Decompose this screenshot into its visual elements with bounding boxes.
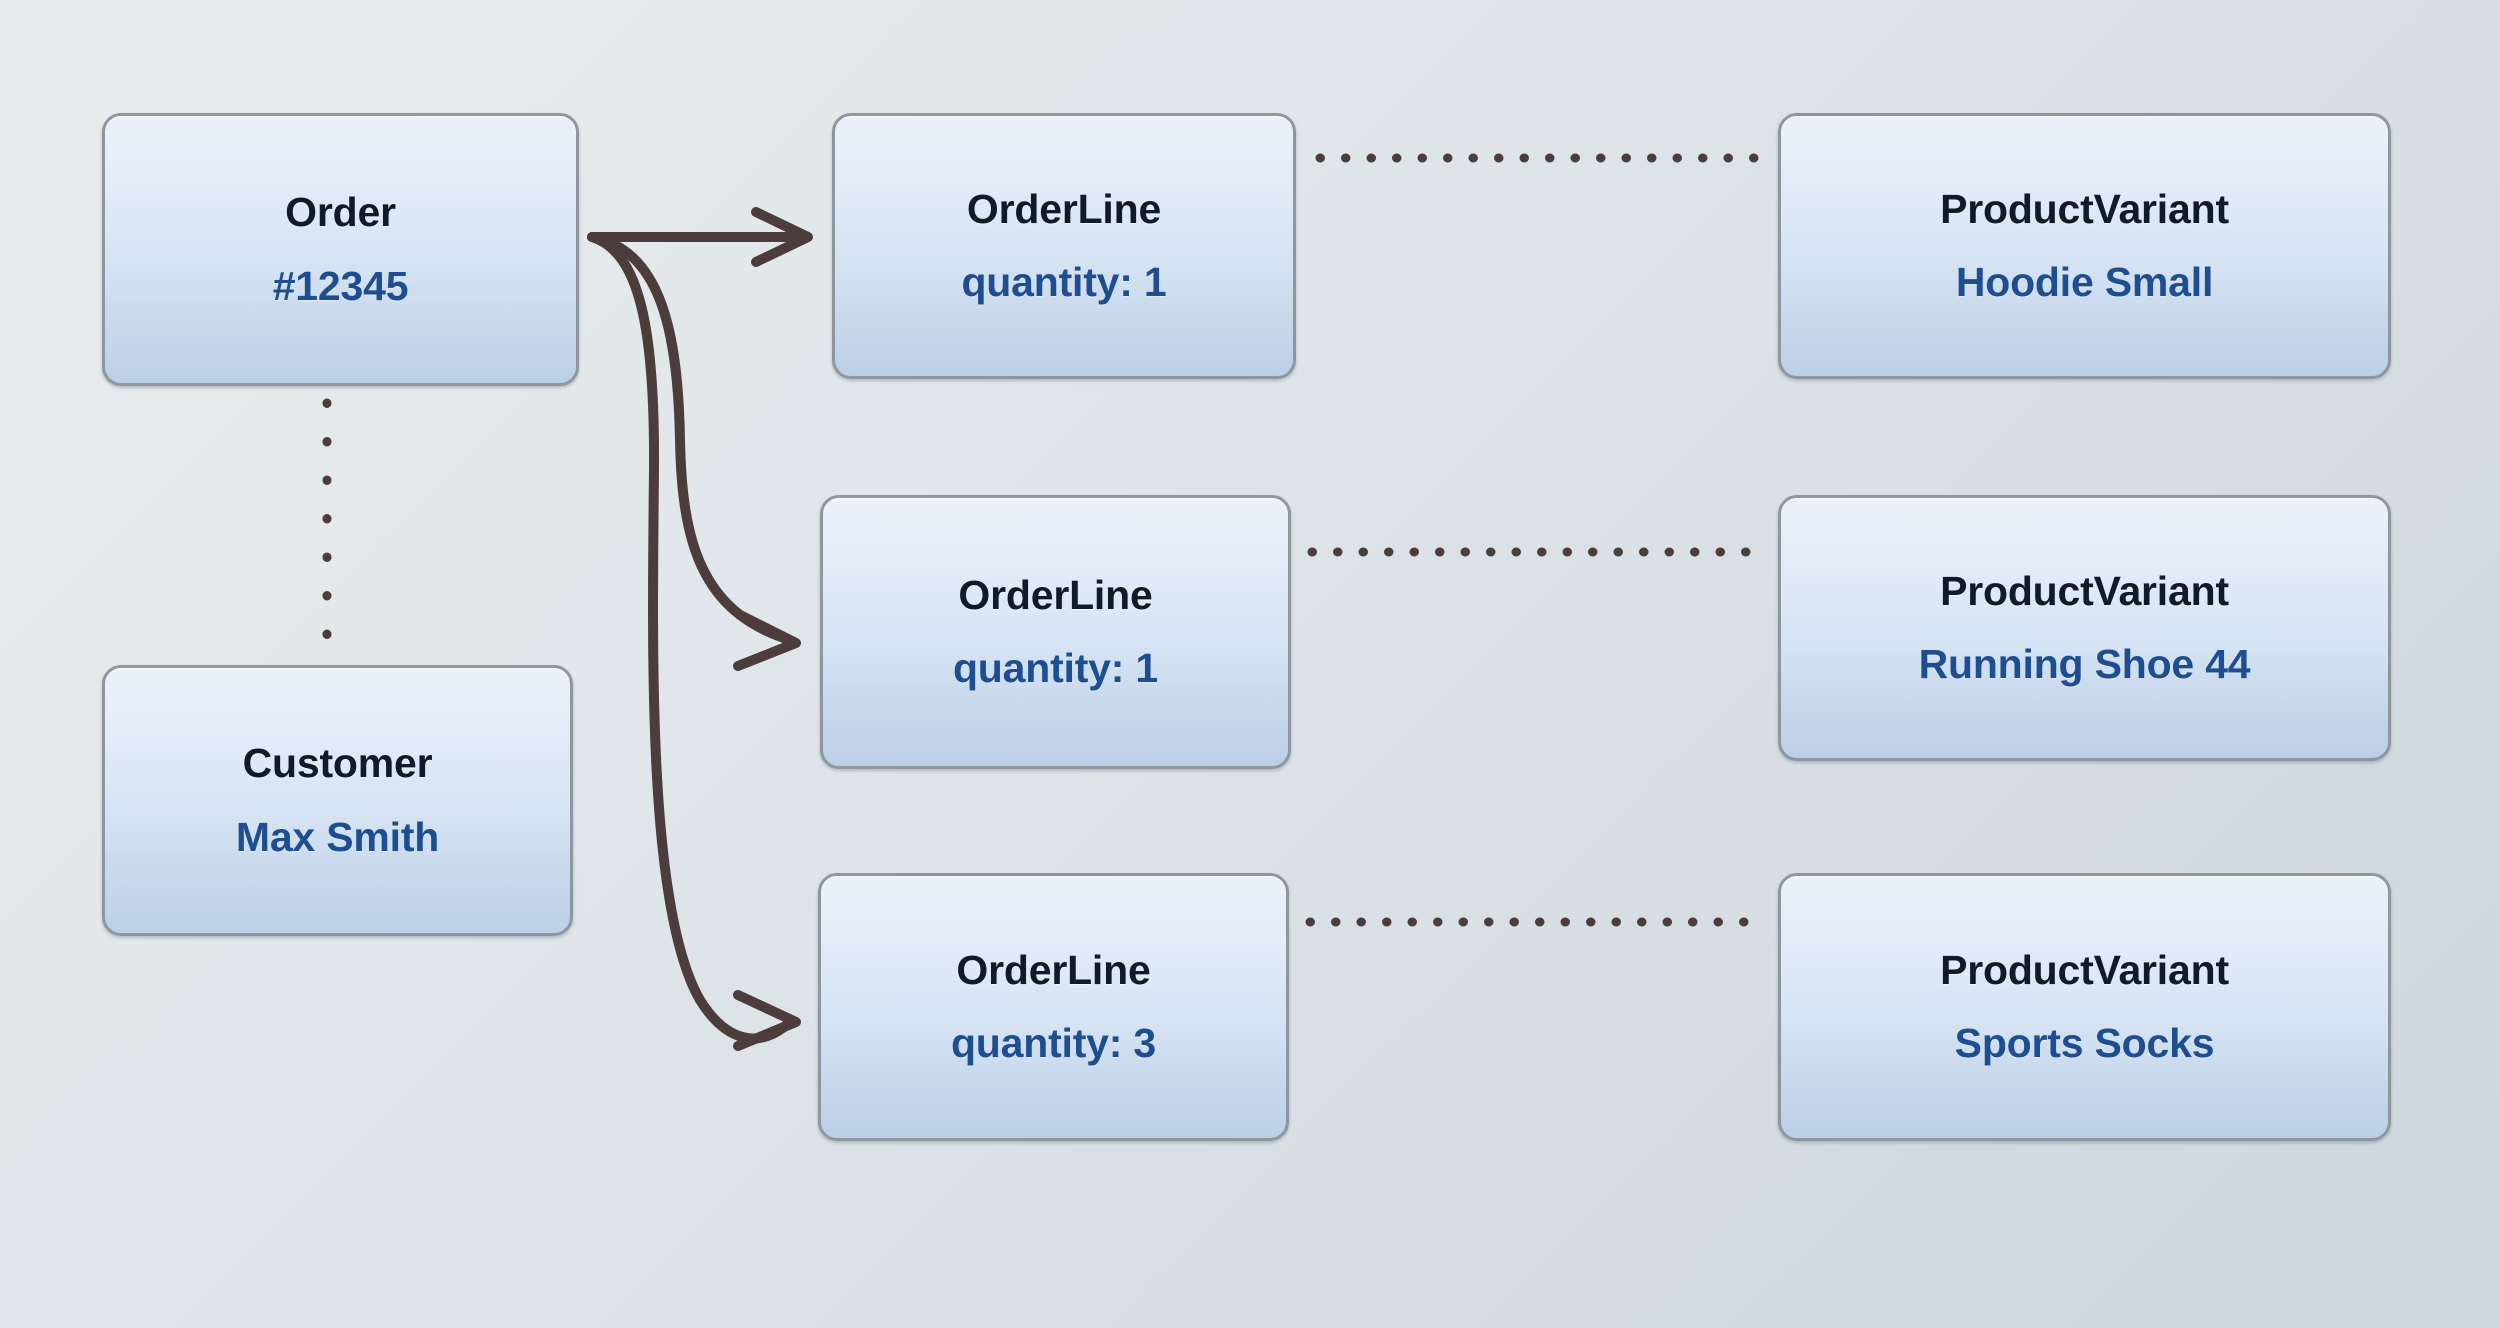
node-orderline-3-title: OrderLine xyxy=(956,946,1151,993)
node-order-title: Order xyxy=(285,189,396,236)
node-orderline-2[interactable]: OrderLine quantity: 1 xyxy=(820,495,1291,769)
node-productvariant-2-subtitle: Running Shoe 44 xyxy=(1918,641,2251,687)
node-productvariant-1[interactable]: ProductVariant Hoodie Small xyxy=(1778,113,2391,379)
node-productvariant-1-subtitle: Hoodie Small xyxy=(1955,259,2214,305)
node-productvariant-3-subtitle: Sports Socks xyxy=(1954,1020,2215,1066)
node-orderline-3-subtitle: quantity: 3 xyxy=(950,1020,1157,1066)
node-customer-subtitle: Max Smith xyxy=(235,813,440,860)
node-orderline-1-subtitle: quantity: 1 xyxy=(961,259,1167,305)
node-productvariant-1-title: ProductVariant xyxy=(1940,185,2229,232)
node-orderline-3[interactable]: OrderLine quantity: 3 xyxy=(818,873,1289,1141)
node-customer[interactable]: Customer Max Smith xyxy=(102,665,573,936)
node-order-subtitle: #12345 xyxy=(272,262,409,309)
connector-order-to-orderline-3 xyxy=(587,232,801,1051)
node-productvariant-2[interactable]: ProductVariant Running Shoe 44 xyxy=(1778,495,2391,761)
node-orderline-1[interactable]: OrderLine quantity: 1 xyxy=(832,113,1296,379)
node-orderline-2-title: OrderLine xyxy=(958,571,1153,618)
node-productvariant-3-title: ProductVariant xyxy=(1940,946,2229,993)
node-orderline-2-subtitle: quantity: 1 xyxy=(952,645,1159,691)
connector-order-to-orderline-2 xyxy=(587,232,801,671)
connector-order-to-orderline-1 xyxy=(587,207,813,267)
node-productvariant-2-title: ProductVariant xyxy=(1940,567,2229,614)
node-productvariant-3[interactable]: ProductVariant Sports Socks xyxy=(1778,873,2391,1141)
node-orderline-1-title: OrderLine xyxy=(966,185,1162,232)
node-order[interactable]: Order #12345 xyxy=(102,113,579,386)
node-customer-title: Customer xyxy=(242,740,433,787)
